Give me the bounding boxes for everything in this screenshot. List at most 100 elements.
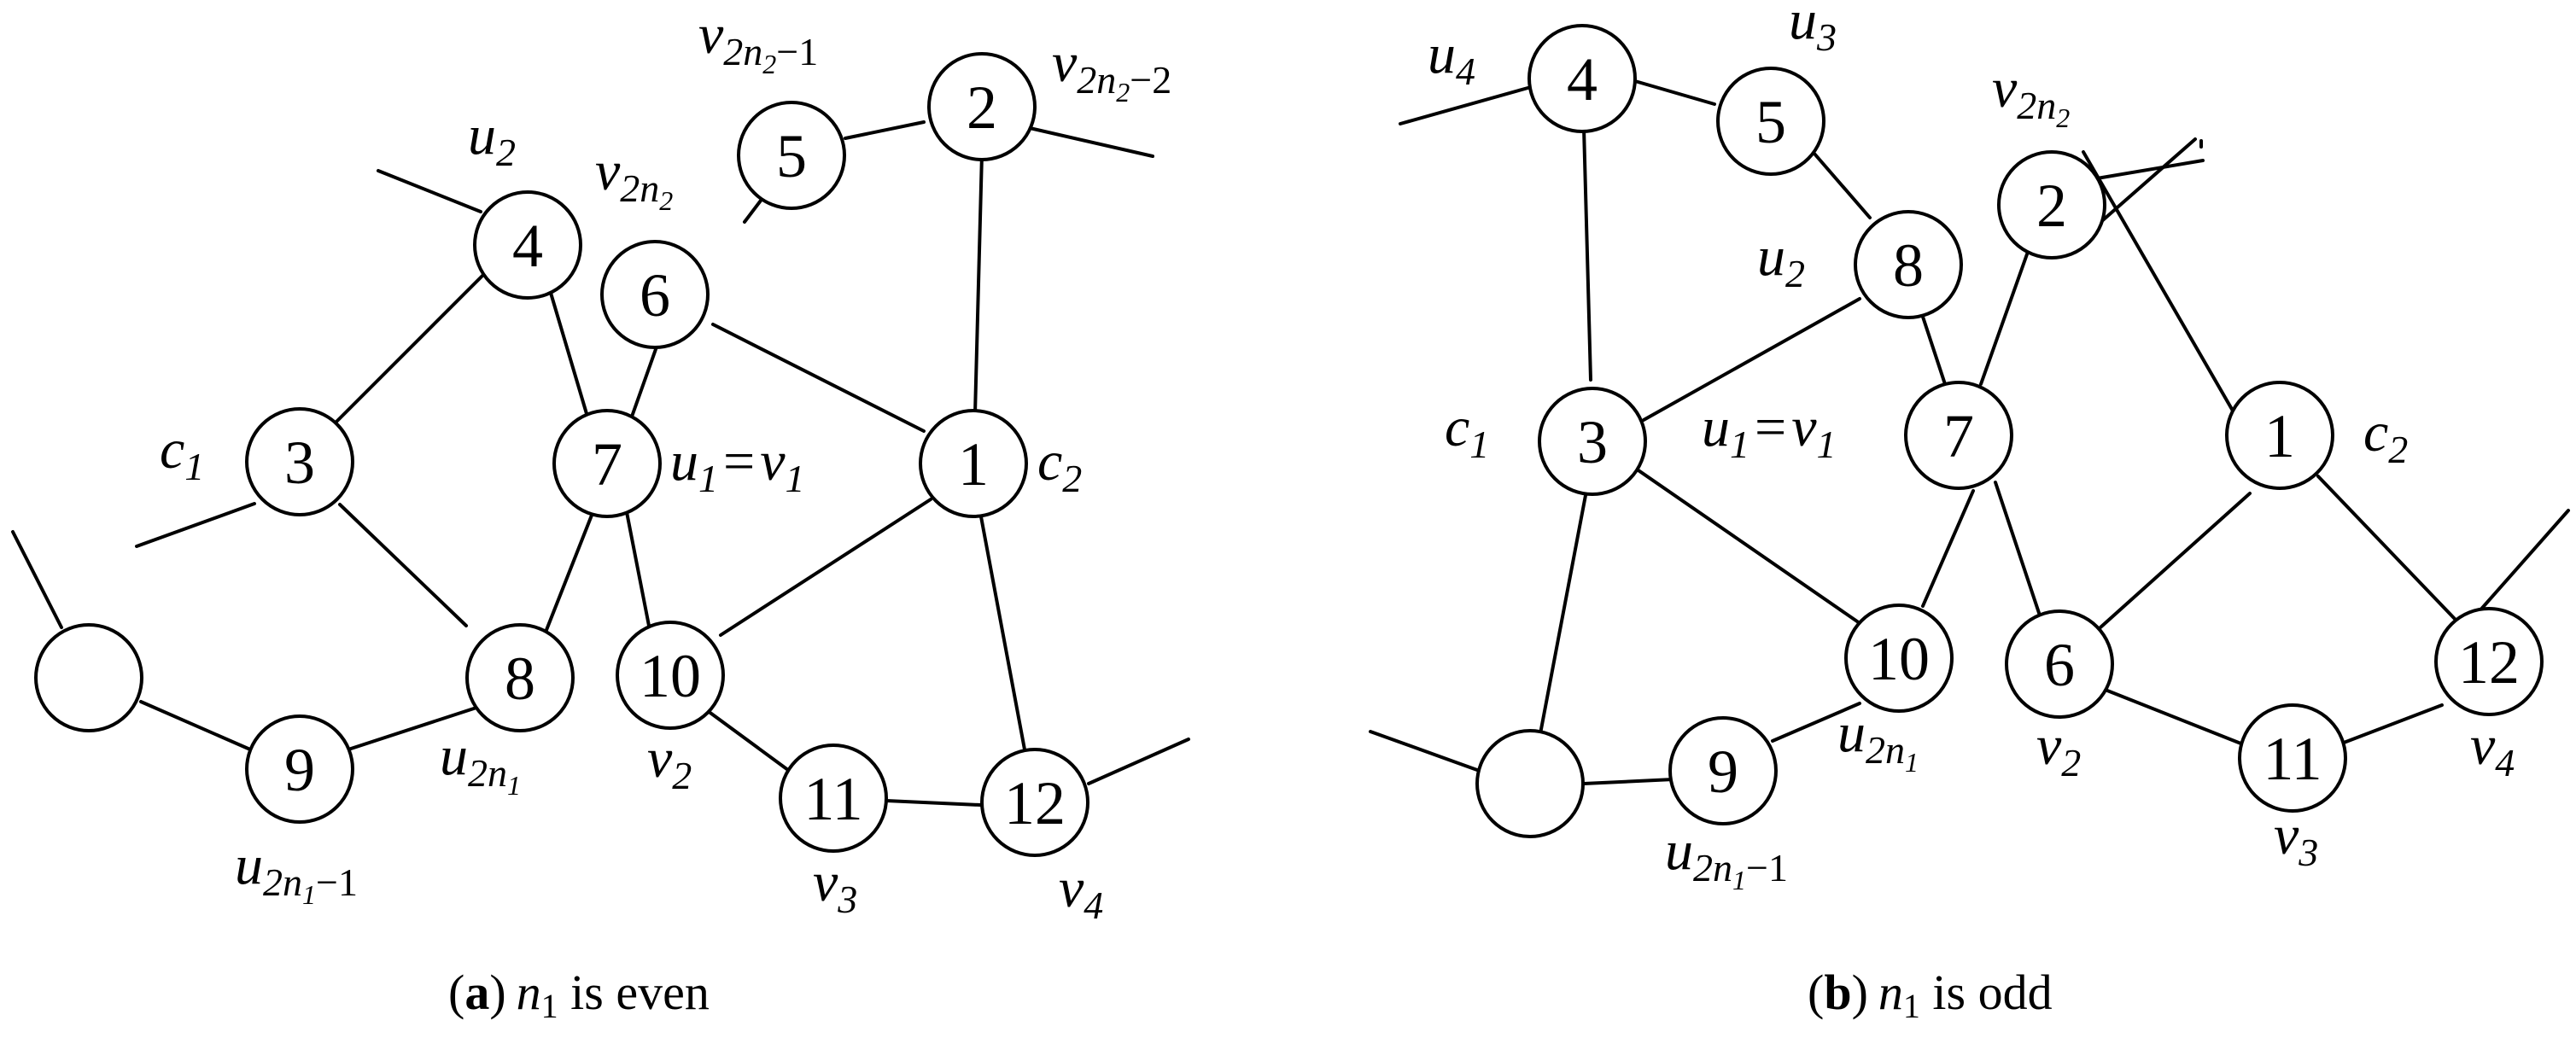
edge	[2097, 685, 2245, 746]
vertex-unlabeled	[34, 623, 143, 732]
vertex-7: 7	[1904, 381, 2013, 490]
svg-text:3: 3	[1577, 408, 1608, 476]
label-v4: v4	[2470, 714, 2515, 784]
label-v2: v2	[647, 727, 692, 797]
svg-text:10: 10	[640, 642, 701, 710]
label-v3: v3	[813, 851, 857, 921]
edge	[1771, 702, 1861, 743]
svg-text:11: 11	[2263, 725, 2322, 793]
svg-text:11: 11	[803, 765, 862, 833]
edge	[338, 503, 468, 627]
edge	[978, 510, 1026, 751]
label-u2: u2	[468, 104, 516, 174]
edge	[1994, 481, 2044, 625]
svg-text:1: 1	[2264, 402, 2295, 470]
edge	[2342, 703, 2444, 744]
svg-text:3: 3	[284, 429, 315, 497]
panel-b-vertices: 4 5 8 2 3 7 1	[1475, 24, 2544, 838]
label-u4: u4	[1428, 23, 1475, 93]
vertex-8: 8	[1854, 210, 1963, 319]
panel-a-vertices: 3 4 6 5 2 7 1	[34, 52, 1089, 857]
label-c1: c1	[160, 418, 204, 488]
panel-a: 3 4 6 5 2 7 1	[11, 3, 1190, 1025]
vertex-9: 9	[1668, 716, 1778, 825]
edge	[1028, 126, 1154, 158]
svg-text:6: 6	[2044, 631, 2075, 699]
panel-a-edges	[11, 120, 1190, 807]
svg-text:2: 2	[967, 73, 997, 142]
edge	[377, 169, 482, 213]
vertex-12: 12	[2434, 607, 2544, 716]
vertex-10: 10	[616, 621, 725, 730]
svg-text:10: 10	[1868, 625, 1930, 693]
edge	[711, 323, 926, 433]
edge	[1582, 778, 1675, 785]
edge	[719, 498, 932, 637]
vertex-8: 8	[465, 623, 575, 732]
svg-text:2: 2	[2036, 172, 2067, 240]
edge	[2476, 509, 2570, 615]
svg-text:4: 4	[1567, 45, 1598, 114]
label-v2n2-minus-1: v2n2−1	[698, 3, 818, 79]
label-u1-eq-v1: u1=v1	[670, 430, 805, 500]
svg-text:4: 4	[512, 212, 543, 280]
edge	[11, 530, 63, 629]
label-c2: c2	[2363, 401, 2408, 471]
edge	[1623, 459, 1861, 625]
vertex-2: 2	[1997, 150, 2106, 260]
edge	[1633, 79, 1716, 106]
vertex-5: 5	[737, 101, 846, 210]
label-v2n2-minus-2: v2n2−2	[1052, 32, 1171, 108]
edge	[1642, 297, 1861, 422]
edge	[630, 335, 662, 418]
svg-text:7: 7	[592, 430, 622, 499]
edge	[2099, 492, 2252, 629]
edge	[1087, 738, 1190, 785]
vertex-9: 9	[245, 714, 354, 824]
label-v4: v4	[1059, 857, 1103, 927]
vertex-10: 10	[1844, 604, 1954, 713]
vertex-3: 3	[1538, 387, 1647, 496]
label-u2n1: u2n1	[1837, 702, 1919, 778]
vertex-6: 6	[600, 240, 710, 349]
edge	[2082, 150, 2241, 424]
label-u2n1-minus-1: u2n1−1	[235, 834, 358, 910]
label-u3: u3	[1789, 0, 1837, 59]
edge	[844, 120, 926, 140]
svg-text:9: 9	[1708, 738, 1738, 806]
vertex-4: 4	[473, 190, 582, 300]
vertex-unlabeled	[1475, 729, 1585, 838]
edge	[703, 707, 793, 774]
vertex-12: 12	[980, 748, 1089, 857]
svg-text:6: 6	[640, 261, 670, 329]
svg-text:7: 7	[1943, 402, 1974, 470]
caption-a: (a)n1 is even	[448, 965, 710, 1025]
edge	[1919, 310, 1947, 386]
vertex-6: 6	[2005, 609, 2114, 719]
vertex-11: 11	[779, 744, 888, 853]
panel-a-labels: u2 v2n2−1 v2n2−2 v2n2 c1 c2 u1=v1 u2n1 u…	[160, 3, 1171, 927]
label-c2: c2	[1037, 430, 1082, 500]
edge	[347, 706, 478, 751]
edge	[1813, 152, 1872, 219]
edge	[546, 283, 589, 418]
svg-text:9: 9	[284, 736, 315, 804]
svg-text:8: 8	[1893, 231, 1924, 300]
edge	[2316, 475, 2456, 621]
edge	[1582, 126, 1592, 382]
vertex-3: 3	[245, 407, 354, 516]
vertex-1: 1	[2225, 381, 2334, 490]
edge	[2090, 159, 2205, 181]
vertex-1: 1	[919, 409, 1028, 518]
panel-b: 4 5 8 2 3 7 1	[1369, 0, 2570, 1025]
label-v3: v3	[2274, 804, 2318, 874]
vertex-11: 11	[2238, 703, 2347, 813]
label-v2: v2	[2036, 714, 2081, 784]
label-u2: u2	[1757, 225, 1805, 295]
edge	[1537, 489, 1588, 744]
svg-text:8: 8	[505, 644, 535, 713]
caption-b: (b)n1 is odd	[1808, 965, 2053, 1025]
edge	[885, 799, 982, 807]
svg-text:1: 1	[958, 430, 989, 499]
